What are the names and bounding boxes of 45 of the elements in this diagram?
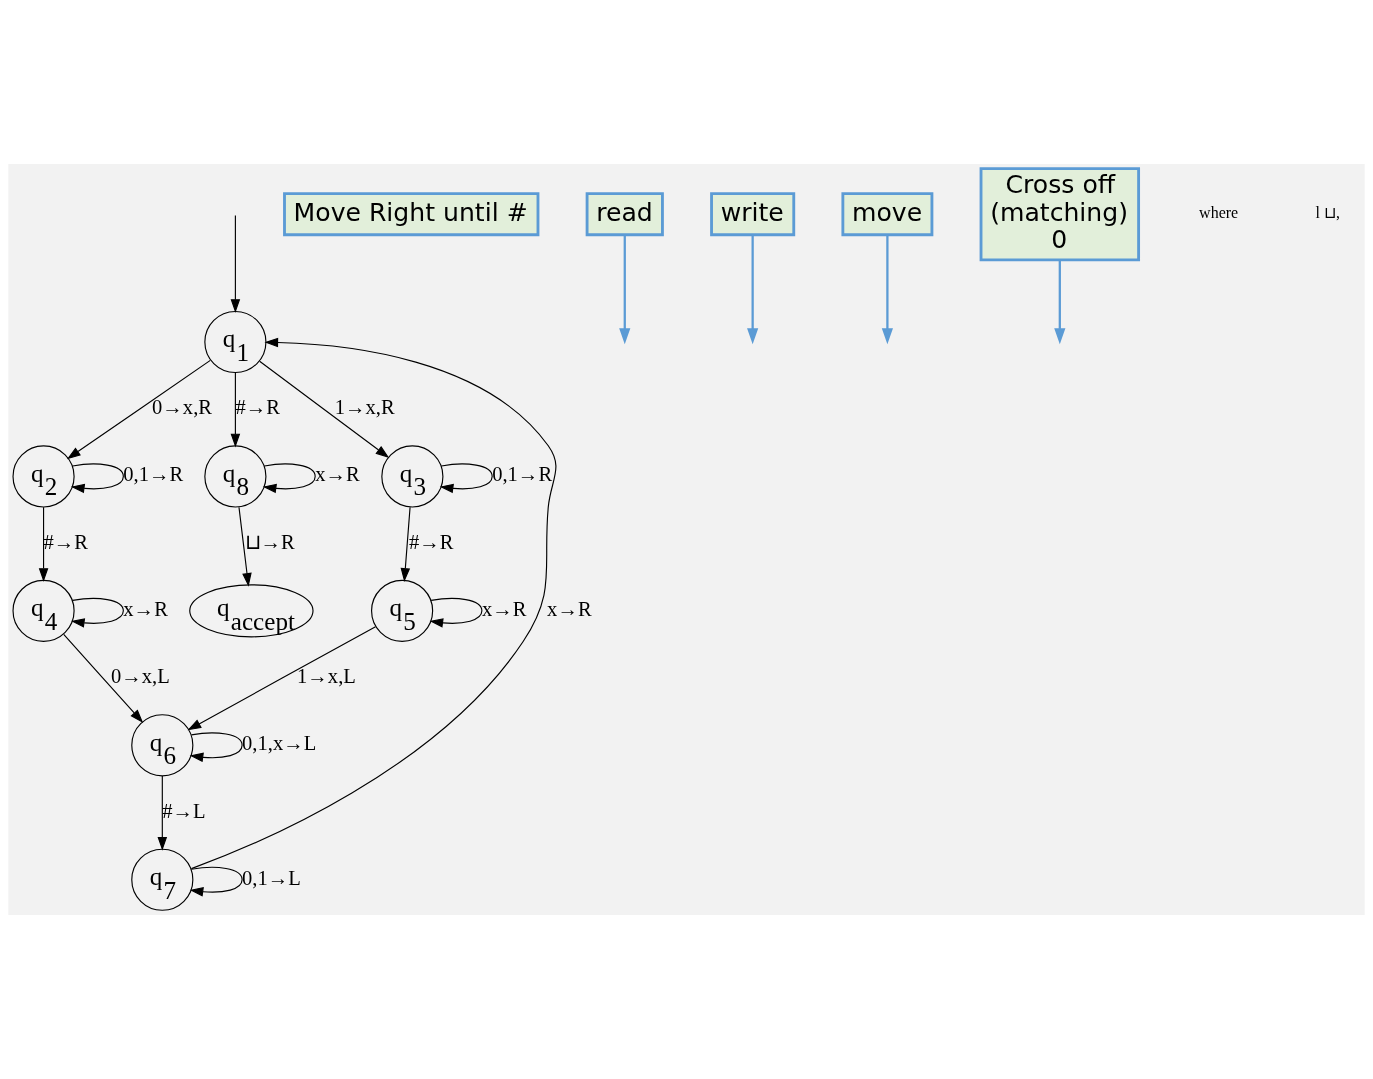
edge-label: 0→x,L (110, 665, 170, 688)
node-box: move (841, 192, 934, 237)
arrow (66, 359, 211, 460)
node-box: Move Right until # (283, 192, 540, 237)
arrow (157, 775, 168, 851)
arrow (187, 626, 377, 731)
edge-label: x→R (123, 597, 168, 620)
arrow (238, 506, 252, 587)
arrow (189, 866, 243, 897)
arrow (429, 597, 483, 628)
edge-label: x→R (547, 597, 592, 620)
edge-label: ⊔→R (244, 530, 295, 553)
edge-label: 0,1,x→L (242, 732, 317, 755)
edge-label: 1→x,L (297, 665, 356, 688)
edge-label: #→R (43, 530, 89, 553)
arrow (400, 506, 411, 582)
edge-label: 0,1→R (123, 463, 184, 486)
node-box: Cross off (matching) 0 (979, 167, 1141, 262)
arrow (190, 337, 557, 870)
arrow (70, 597, 124, 628)
arrow (70, 463, 124, 494)
node-box: write (710, 192, 796, 237)
arrow (439, 463, 493, 494)
arrow (189, 732, 243, 763)
edge-label: 0,1→L (242, 866, 301, 889)
arrow (230, 214, 241, 313)
arrow (38, 506, 49, 582)
node-box: read (585, 192, 664, 237)
arrow (230, 372, 241, 448)
edge-label: 0,1→R (492, 463, 553, 486)
edge-label: #→R (235, 396, 280, 419)
edge-label: x→R (481, 597, 527, 620)
arrow (259, 360, 390, 458)
edge-label: x→R (315, 463, 360, 486)
arrow (262, 463, 316, 494)
edge-label: 0→x,R (152, 396, 212, 419)
arrow (63, 633, 144, 723)
label: where (1199, 204, 1239, 222)
label: l ⊔, (1315, 204, 1341, 222)
arrow (881, 235, 893, 345)
edge-label: 1→x,R (334, 396, 395, 419)
arrow (619, 235, 631, 345)
arrow (747, 235, 759, 345)
arrow (1054, 259, 1066, 345)
edge-label: #→R (408, 530, 454, 553)
